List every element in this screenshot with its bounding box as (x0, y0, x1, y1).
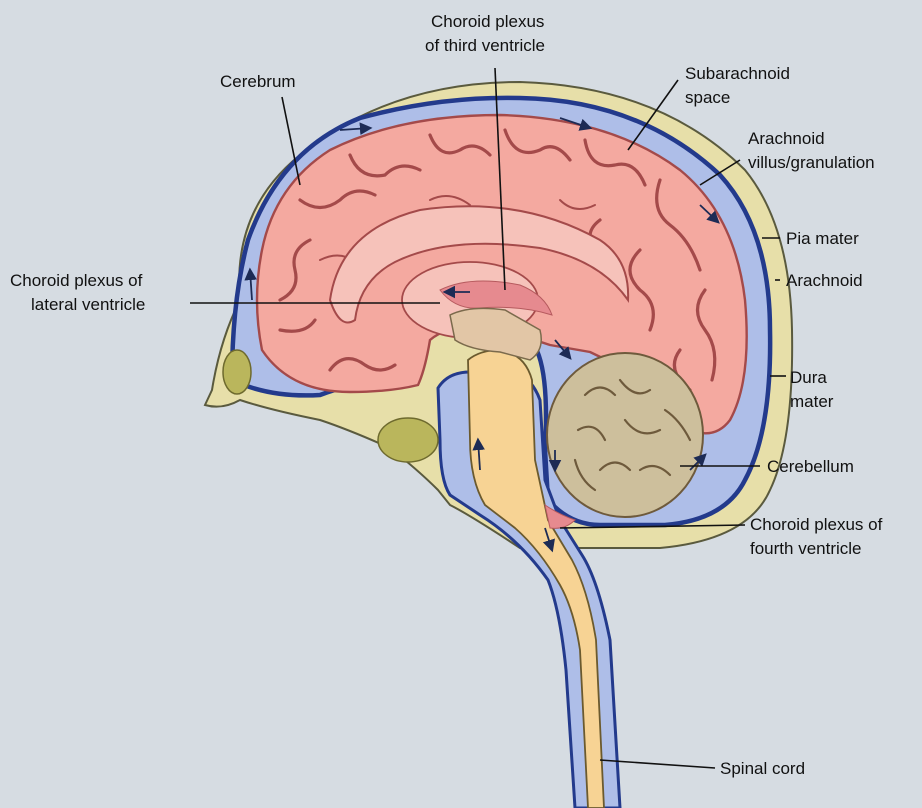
label-choroid-lateral-2: lateral ventricle (31, 295, 145, 314)
label-subarachnoid-1: Subarachnoid (685, 64, 790, 83)
label-choroid-fourth-2: fourth ventricle (750, 539, 862, 558)
label-pia-mater: Pia mater (786, 229, 859, 248)
label-arachnoid-villus-1: Arachnoid (748, 129, 825, 148)
label-choroid-lateral-1: Choroid plexus of (10, 271, 143, 290)
frontal-sinus (223, 350, 251, 394)
label-arachnoid: Arachnoid (786, 271, 863, 290)
label-arachnoid-villus-2: villus/granulation (748, 153, 875, 172)
label-choroid-third-ventricle-2: of third ventricle (425, 36, 545, 55)
label-dura-2: mater (790, 392, 834, 411)
label-choroid-third-ventricle-1: Choroid plexus (431, 12, 544, 31)
sphenoid-sinus (378, 418, 438, 462)
label-cerebellum: Cerebellum (767, 457, 854, 476)
label-cerebrum: Cerebrum (220, 72, 296, 91)
label-subarachnoid-2: space (685, 88, 730, 107)
label-spinal-cord: Spinal cord (720, 759, 805, 778)
label-dura-1: Dura (790, 368, 827, 387)
label-choroid-fourth-1: Choroid plexus of (750, 515, 883, 534)
cerebellum (547, 353, 703, 517)
